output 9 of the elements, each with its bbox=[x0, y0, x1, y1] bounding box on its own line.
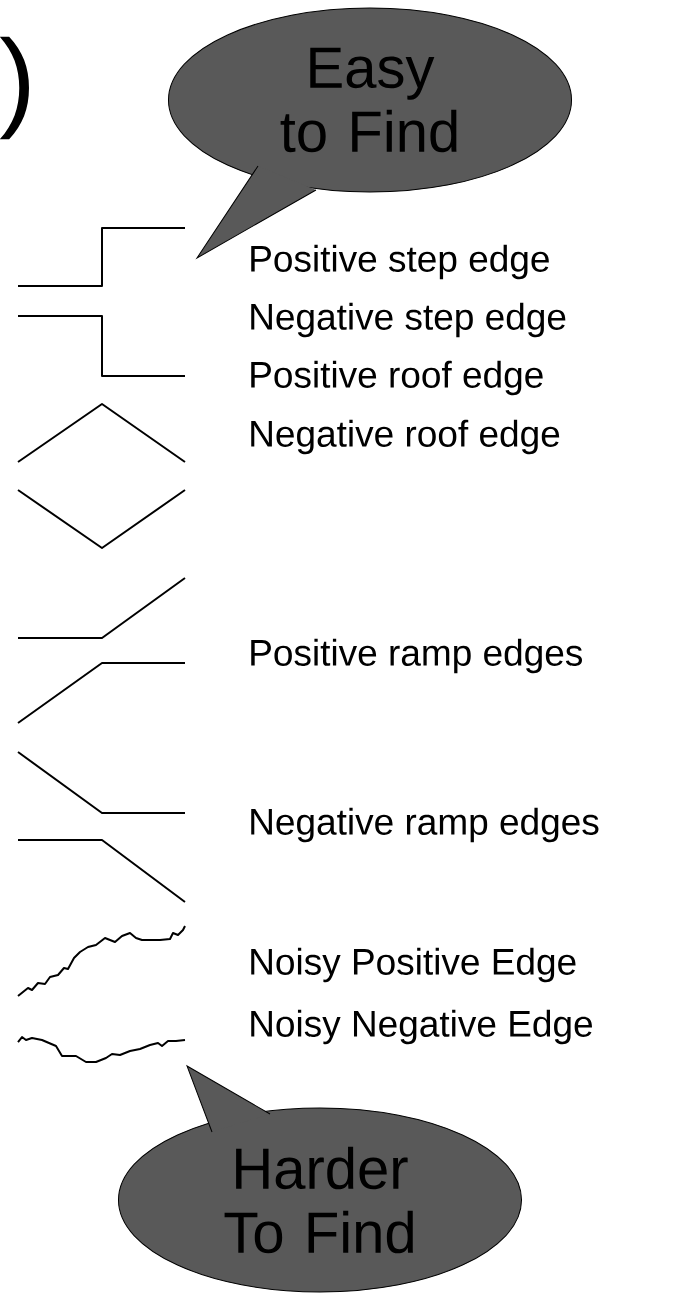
profile-caption: Noisy Positive Edge bbox=[251, 947, 576, 983]
profile-caption: Noisy Negative Edge bbox=[251, 1009, 592, 1045]
profile-caption: Negative ramp edges bbox=[251, 807, 599, 843]
profile-caption: Positive roof edge bbox=[251, 360, 543, 396]
profile-caption: Positive ramp edges bbox=[251, 638, 582, 674]
profile-caption: Negative step edge bbox=[251, 302, 566, 338]
speech-bubble: Harder To Find bbox=[118, 1065, 522, 1293]
title-fragment: ) bbox=[0, 36, 29, 140]
profile-caption: Negative roof edge bbox=[251, 419, 560, 455]
